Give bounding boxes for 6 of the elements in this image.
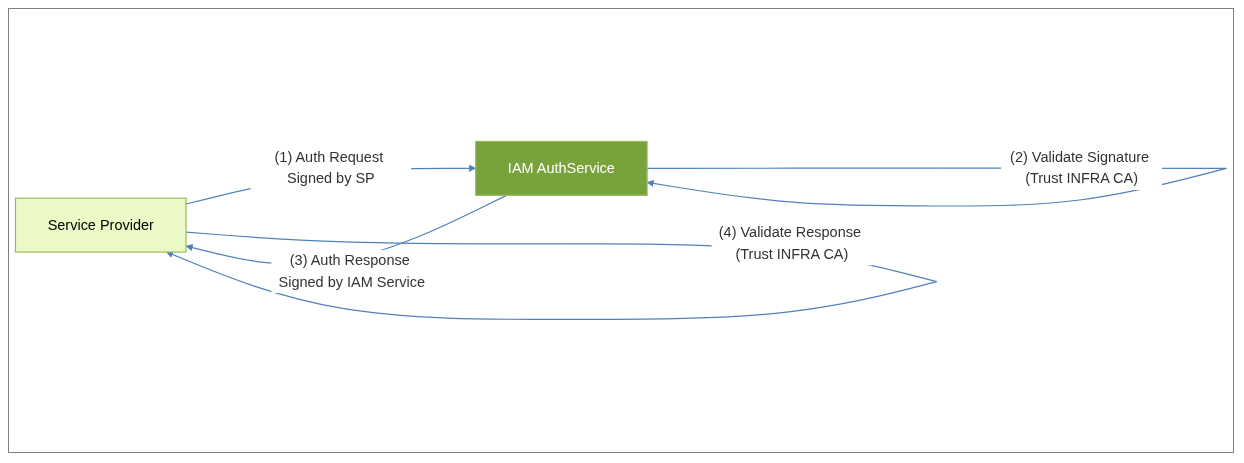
edge-label: (4) Validate Response (Trust INFRA CA) <box>718 224 861 263</box>
edge-label: (3) Auth Response Signed by IAM Service <box>278 252 426 290</box>
edge-label: (1) Auth Request Signed by SP <box>274 148 384 187</box>
node-box: Service Provider <box>14 197 187 253</box>
edge-label: (2) Validate Signature (Trust INFRA CA) <box>1010 148 1150 187</box>
node-box: IAM AuthService <box>475 140 648 196</box>
